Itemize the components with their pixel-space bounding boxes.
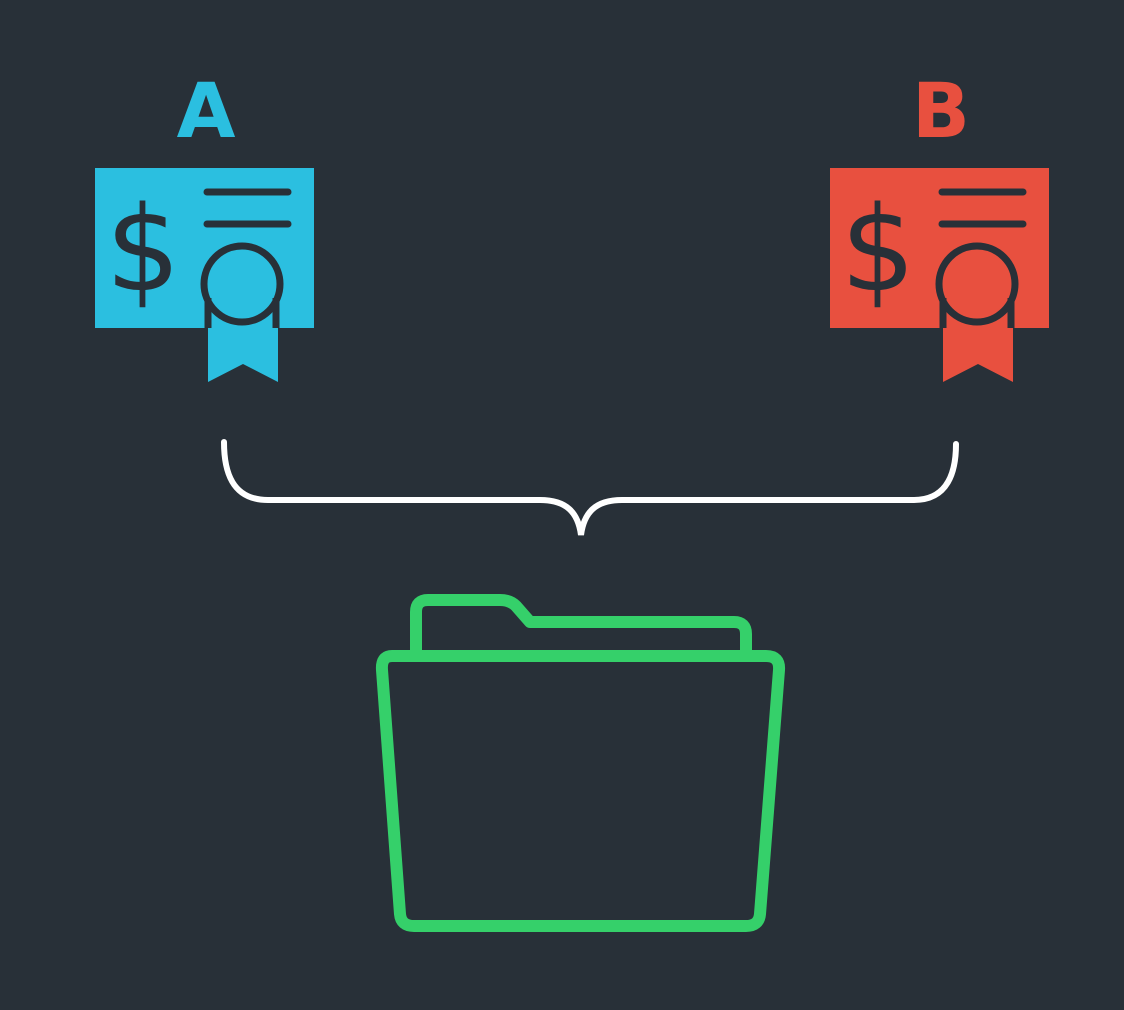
curly-brace-icon bbox=[221, 439, 959, 536]
certificate-b-label: B bbox=[912, 66, 970, 155]
certificate-b-icon: $ bbox=[830, 168, 1049, 382]
svg-text:$: $ bbox=[840, 180, 915, 318]
certificate-a-label: A bbox=[176, 66, 236, 155]
svg-text:$: $ bbox=[105, 180, 180, 318]
certificate-a-icon: $ bbox=[95, 168, 314, 382]
folder-icon bbox=[375, 594, 786, 932]
